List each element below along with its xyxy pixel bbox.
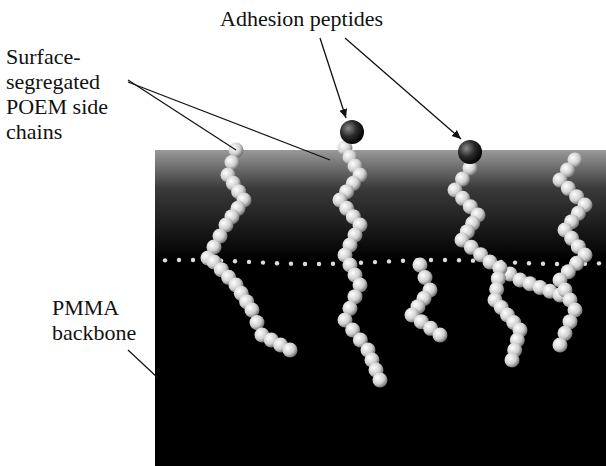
poem-chains xyxy=(201,141,593,388)
leader-line xyxy=(128,350,158,378)
adhesion-peptide xyxy=(340,120,364,144)
pmma-block xyxy=(155,150,606,466)
leader-arrow xyxy=(320,38,346,118)
surface-layer xyxy=(155,150,606,260)
adhesion-peptide xyxy=(458,140,482,164)
peptide-label: Adhesion peptides xyxy=(220,6,460,31)
leader-arrow xyxy=(345,38,461,139)
backbone-label: PMMA backbone xyxy=(52,295,148,345)
leader-line xyxy=(128,82,330,160)
leader-line xyxy=(128,80,236,150)
chain-label: Surface- segregated POEM side chains xyxy=(6,44,126,144)
backbone-dots xyxy=(163,258,601,266)
